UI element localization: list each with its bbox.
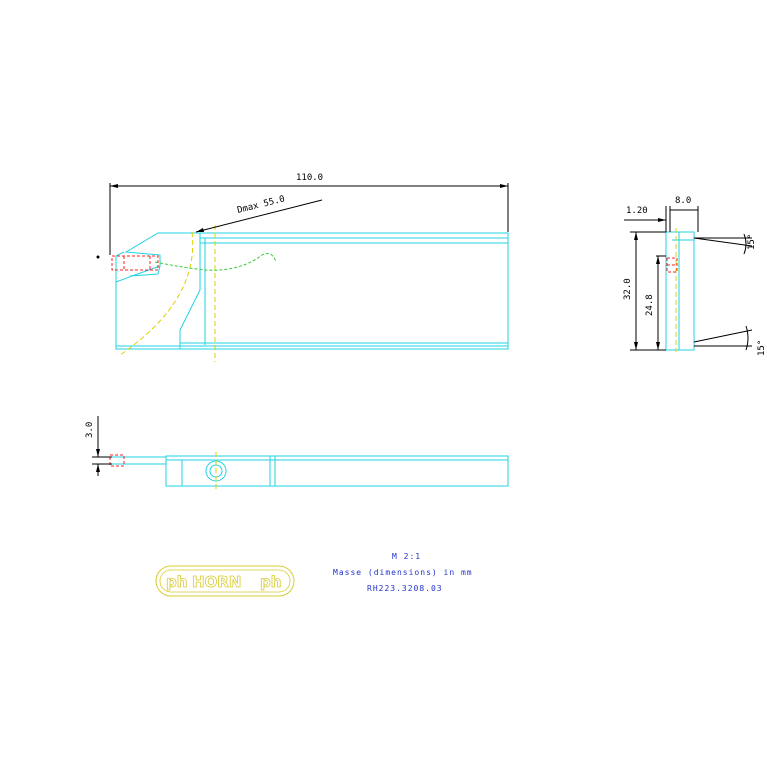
insert — [111, 255, 159, 271]
arrow-left — [110, 184, 118, 188]
thick-arrow-top — [96, 449, 100, 457]
logo-text: HORN — [192, 573, 241, 591]
chip-path — [154, 253, 277, 271]
thick-arrow-bottom — [96, 464, 100, 472]
title-block: M 2:1 Masse (dimensions) in mm RH223.320… — [333, 552, 473, 593]
logo-mark-right: ph — [260, 573, 281, 591]
width-label: 8.0 — [675, 196, 691, 206]
angle-bottom-line — [693, 329, 753, 343]
arrow-right — [500, 184, 508, 188]
angle-top-line — [693, 237, 753, 247]
logo-mark-left: ph — [166, 573, 187, 591]
side-view: 110.0 Dmax 55.0 — [96, 173, 509, 362]
blade-underside — [129, 265, 161, 277]
angle-bottom-arc — [745, 325, 749, 351]
plan-body — [165, 455, 509, 487]
plan-notch — [166, 459, 183, 486]
end-view: 8.0 1.20 32.0 24.8 15° 15° — [623, 196, 767, 356]
length-label: 110.0 — [296, 173, 323, 183]
part-number-text: RH223.3208.03 — [367, 584, 443, 593]
offset-label: 1.20 — [626, 206, 648, 216]
height-label: 32.0 — [623, 278, 633, 300]
plan-insert — [109, 454, 125, 467]
dmax-label: Dmax 55.0 — [236, 194, 286, 216]
plan-view: 3.0 — [85, 416, 509, 492]
height-b-arrow-top — [656, 256, 660, 264]
offset-arrow — [658, 218, 666, 222]
angle-top-label: 15° — [747, 234, 757, 250]
height-arrow-bottom — [634, 342, 638, 350]
holder-body-outline — [115, 232, 509, 350]
height-b-label: 24.8 — [645, 294, 655, 316]
reference-dot — [96, 255, 100, 259]
logo-outer-frame — [155, 565, 295, 597]
max-diameter-arc — [119, 231, 194, 356]
end-body-outline — [665, 231, 695, 351]
thickness-label: 3.0 — [85, 422, 95, 438]
height-b-arrow-bottom — [656, 342, 660, 350]
angle-top-arc — [743, 233, 747, 255]
horn-logo: ph HORN ph — [155, 565, 295, 597]
height-arrow-top — [634, 232, 638, 240]
dmax-arrow — [196, 228, 204, 232]
holder-neck — [179, 233, 201, 349]
units-text: Masse (dimensions) in mm — [333, 568, 473, 577]
dmax-leader — [195, 199, 323, 233]
blade-tip — [115, 251, 125, 282]
angle-bottom-label: 15° — [757, 340, 767, 356]
scale-text: M 2:1 — [392, 552, 421, 561]
logo-inner-frame — [159, 569, 291, 593]
